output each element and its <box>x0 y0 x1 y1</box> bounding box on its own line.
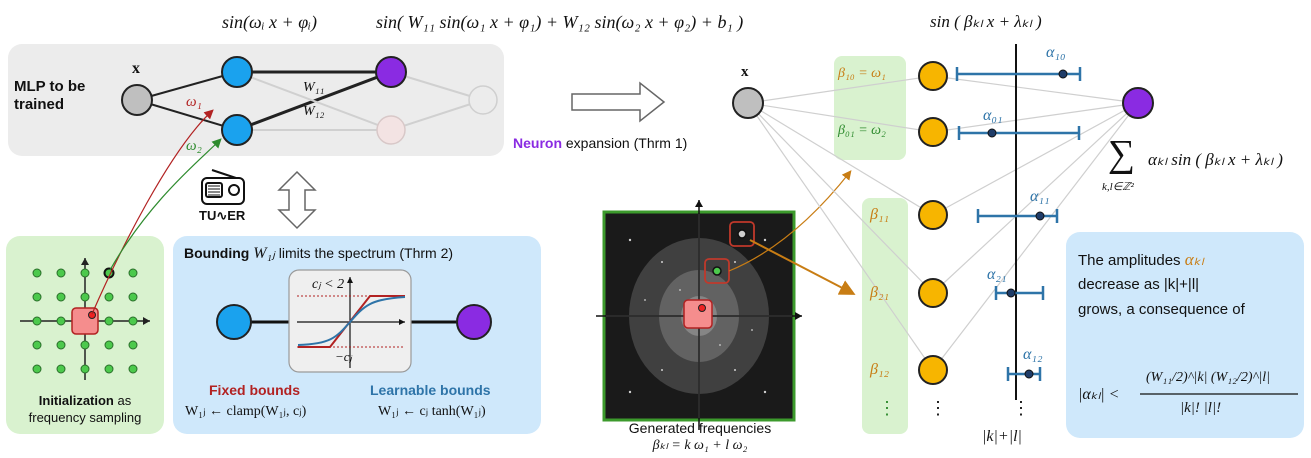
sum-subscript: k,l∈ℤ² <box>1102 181 1134 193</box>
tuner-logo: TU∿ER <box>199 208 246 223</box>
orange-arrow-1 <box>728 170 852 272</box>
amp-inequality-denominator: |k|! |l|! <box>1180 400 1222 416</box>
formula-expanded: sin ( βₖₗ x + λₖₗ ) <box>930 12 1042 31</box>
beta-group-2 <box>862 198 908 434</box>
w11-label: W₁₁ <box>303 80 325 95</box>
init-grid <box>20 258 150 380</box>
beta21-label: β₂₁ <box>870 284 890 301</box>
neuron-11 <box>918 200 948 230</box>
mlp-output-node-1 <box>375 56 407 88</box>
omega1-label: ω₁ <box>186 94 202 110</box>
radio-icon <box>201 169 245 205</box>
mlp-hidden-node-2 <box>221 114 253 146</box>
bounding-purple-node <box>456 304 492 340</box>
amp-inequality-numerator: (W₁₁/2)^|k| (W₁₂/2)^|l| <box>1146 370 1271 385</box>
sum-symbol: ∑ <box>1108 133 1136 175</box>
expansion-arrow <box>571 81 666 123</box>
right-edges <box>747 75 1139 371</box>
alpha01-label: α₀₁ <box>983 107 1003 124</box>
neuron-12 <box>918 355 948 385</box>
orange-arrow-2 <box>749 239 856 295</box>
alpha11-label: α₁₁ <box>1030 188 1050 205</box>
beta12-label: β₁₂ <box>870 361 890 378</box>
init-caption-1: Initialization as <box>38 393 132 408</box>
mlp-title-2: trained <box>14 96 65 113</box>
neuron-01 <box>918 117 948 147</box>
w12-label: W₁₂ <box>303 104 325 119</box>
mlp-nodes <box>121 56 498 146</box>
beta-group-1 <box>834 56 906 160</box>
axis-label: |k|+|l| <box>982 428 1022 445</box>
axis-vdots: ⋮ <box>1012 398 1030 418</box>
beta11-label: β₁₁ <box>870 206 890 223</box>
neuron-21 <box>918 278 948 308</box>
alpha12-label: α₁₂ <box>1023 346 1043 363</box>
init-caption-2: frequency sampling <box>28 410 142 425</box>
learnable-bounds-label: Learnable bounds <box>370 382 491 398</box>
alpha10-label: α₁₀ <box>1046 44 1066 61</box>
tanh-curve <box>297 296 406 346</box>
right-input-node <box>732 87 764 119</box>
amplitude-bars <box>955 67 1082 381</box>
bounding-blue-node <box>216 304 252 340</box>
amp-text-3: grows, a consequence of <box>1078 301 1245 318</box>
mlp-x-label: x <box>132 60 140 77</box>
amp-text-1: The amplitudes αₖₗ <box>1078 250 1204 269</box>
beta10-label: β₁₀ = ω₁ <box>838 66 886 81</box>
spectrum-center-square <box>683 299 713 329</box>
neuron-vdots: ⋮ <box>929 398 947 418</box>
mlp-faded-node-1 <box>376 115 406 145</box>
mlp-faded-node-2 <box>468 85 498 115</box>
formula-composed: sin( W₁₁ sin(ω₁ x + φ₁) + W₁₂ sin(ω₂ x +… <box>376 12 744 32</box>
fixed-bounds-formula: W₁ⱼ ← clamp(W₁ⱼ, cⱼ) <box>185 404 307 419</box>
neuron-10 <box>918 61 948 91</box>
omega2-label: ω₂ <box>186 138 202 154</box>
bounding-link-arrow <box>277 170 317 230</box>
mlp-input-node <box>121 84 153 116</box>
formula-neuron: sin(ωᵢ x + φᵢ) <box>222 12 317 32</box>
amp-text-2: decrease as |k|+|l| <box>1078 276 1200 293</box>
learnable-bounds-formula: W₁ⱼ ← cⱼ tanh(W₁ⱼ) <box>378 404 486 419</box>
mlp-panel <box>8 44 504 156</box>
amplitude-panel <box>1066 232 1304 438</box>
spectrum-caption-1: Generated frequencies <box>628 420 772 436</box>
beta01-label: β₀₁ = ω₂ <box>838 123 886 138</box>
mlp-edges <box>136 70 484 132</box>
amp-inequality-lhs: |αₖₗ| < <box>1078 386 1120 403</box>
spectrum-caption-2: βₖₗ = k ω₁ + l ω₂ <box>652 438 748 453</box>
alpha21-label: α₂₁ <box>987 266 1007 283</box>
right-output-node <box>1122 87 1154 119</box>
mlp-hidden-node-1 <box>221 56 253 88</box>
bounding-title: Bounding W₁ⱼ limits the spectrum (Thrm 2… <box>184 245 454 262</box>
omega2-arrow <box>109 138 222 271</box>
cj-lower-label: −cⱼ <box>335 349 352 364</box>
omega1-arrow <box>91 109 214 315</box>
expansion-caption: Neuron expansion (Thrm 1) <box>513 135 688 151</box>
fixed-bounds-label: Fixed bounds <box>209 382 300 398</box>
cj-upper-label: cⱼ < 2 <box>312 277 345 292</box>
mlp-title-1: MLP to be <box>14 78 86 95</box>
right-x-label: x <box>741 64 749 80</box>
sum-expression: αₖₗ sin ( βₖₗ x + λₖₗ ) <box>1148 150 1283 169</box>
beta-vdots: ⋮ <box>878 398 896 418</box>
